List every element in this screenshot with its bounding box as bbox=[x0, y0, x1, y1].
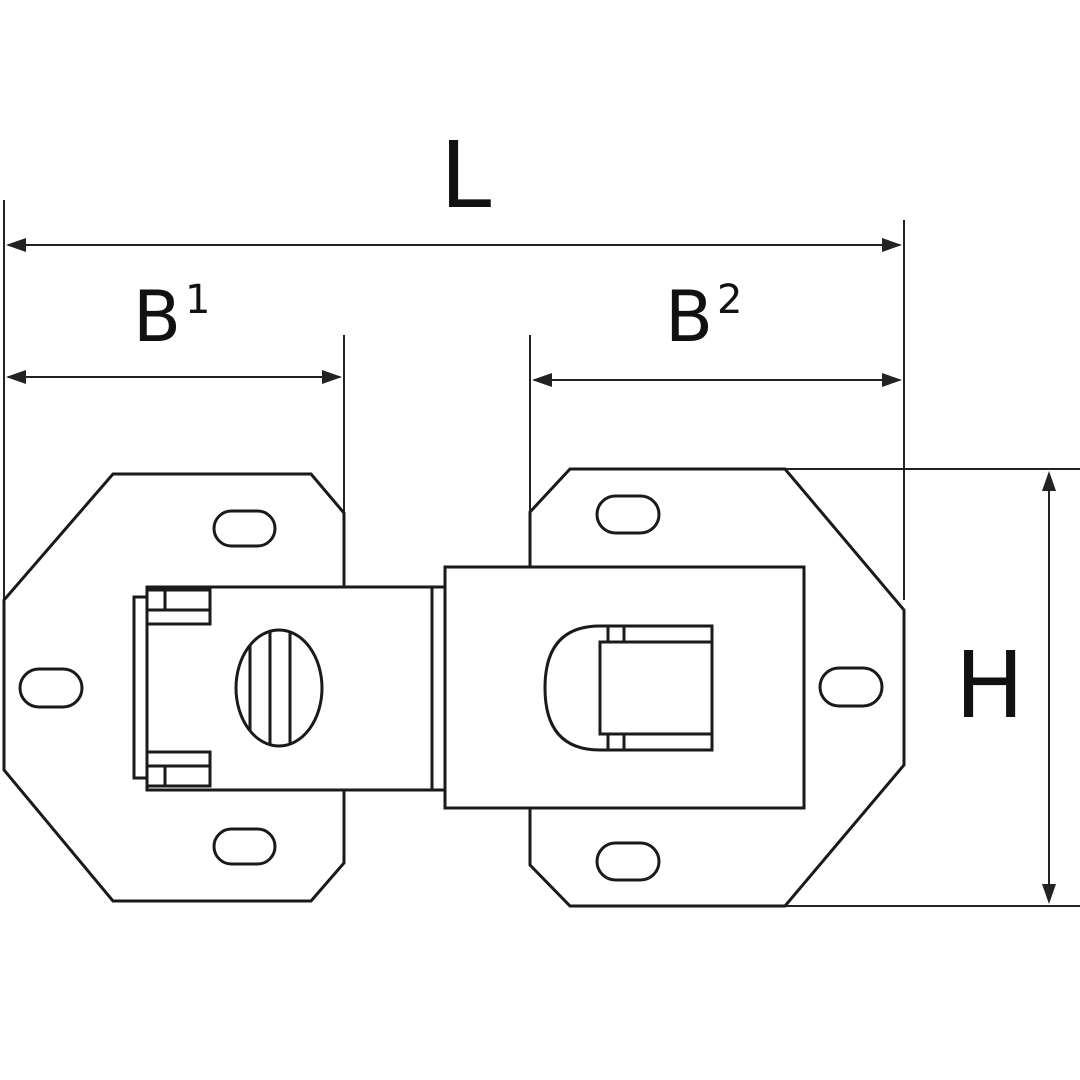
hinge-arm-connector bbox=[430, 585, 447, 792]
hinge-cam-block bbox=[598, 640, 714, 736]
dimension-label-l: L bbox=[440, 122, 492, 229]
arrow-b2-left bbox=[532, 373, 552, 387]
arrow-b2-right bbox=[882, 373, 902, 387]
hinge-bottom-tab bbox=[145, 750, 212, 788]
left-plate-top-slot bbox=[212, 509, 277, 548]
right-plate-side-slot bbox=[818, 666, 884, 708]
arrow-l-right bbox=[882, 238, 902, 252]
arrow-b1-right bbox=[322, 370, 342, 384]
arrow-l-left bbox=[6, 238, 26, 252]
hinge-clip-bracket bbox=[132, 595, 147, 780]
dimension-label-b2-sup: 2 bbox=[717, 277, 743, 323]
dimension-label-b1-base: B bbox=[133, 276, 182, 358]
arrow-b1-left bbox=[6, 370, 26, 384]
arrow-h-bottom bbox=[1042, 884, 1056, 904]
hinge-arm bbox=[132, 585, 447, 792]
dimension-label-b2-base: B bbox=[665, 276, 714, 358]
left-plate-side-slot bbox=[18, 667, 84, 709]
dimension-label-h: H bbox=[955, 632, 1025, 739]
hinge-top-tab bbox=[145, 588, 212, 626]
right-plate-top-slot bbox=[595, 494, 661, 535]
arrow-h-top bbox=[1042, 471, 1056, 491]
dimension-label-b1-sup: 1 bbox=[185, 277, 211, 323]
left-plate-bottom-slot bbox=[212, 827, 277, 866]
adjustment-screw bbox=[234, 628, 324, 748]
right-plate-bottom-slot bbox=[595, 841, 661, 882]
hinge-base bbox=[443, 565, 806, 810]
dimension-lines bbox=[3, 200, 1080, 907]
